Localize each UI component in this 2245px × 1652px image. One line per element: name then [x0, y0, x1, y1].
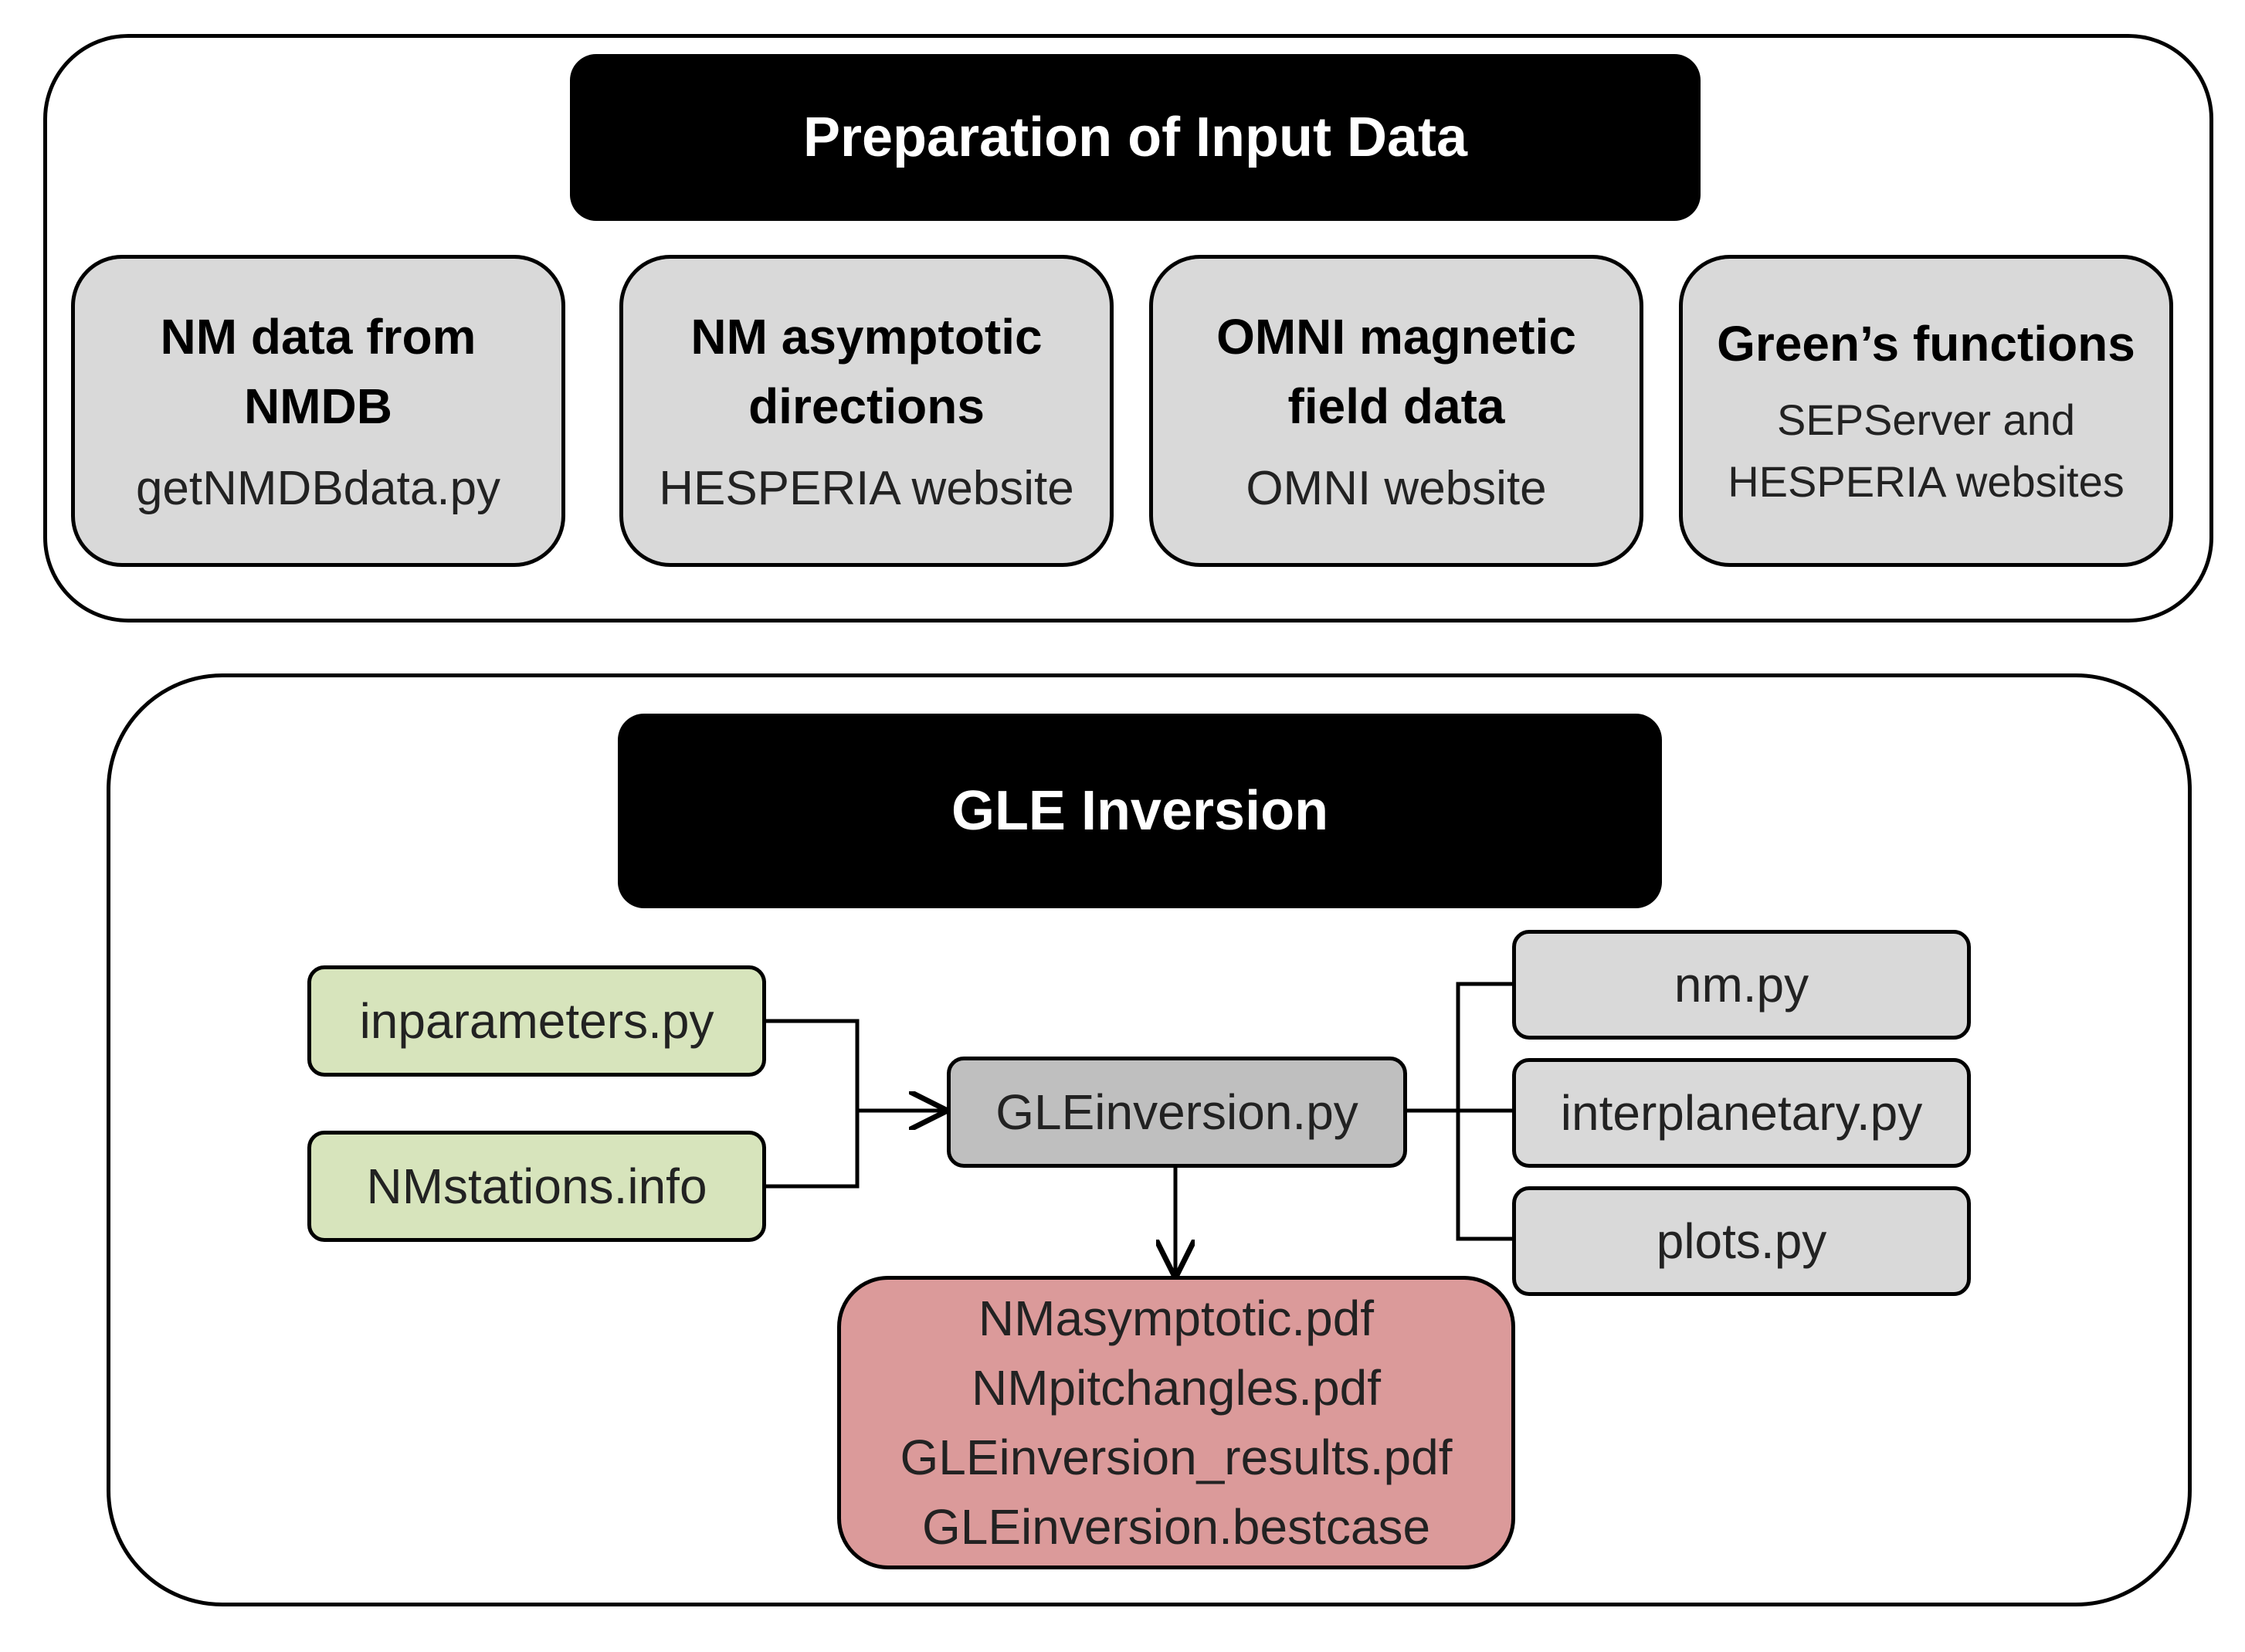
- output-files-box: NMasymptotic.pdf NMpitchangles.pdf GLEin…: [837, 1276, 1515, 1569]
- input-file-nmstations: NMstations.info: [307, 1131, 766, 1242]
- card-title-line: field data: [1287, 378, 1505, 434]
- input-preparation-header: Preparation of Input Data: [570, 54, 1701, 221]
- nmdb-data-card: NM data from NMDB getNMDBdata.py: [71, 255, 565, 567]
- module-nm: nm.py: [1512, 930, 1971, 1040]
- card-title-line: NM asymptotic: [690, 309, 1043, 365]
- card-title-line: OMNI magnetic: [1216, 309, 1576, 365]
- card-source-line: HESPERIA websites: [1728, 457, 2125, 506]
- input-file-inparameters: inparameters.py: [307, 965, 766, 1077]
- gle-inversion-header: GLE Inversion: [618, 714, 1662, 908]
- main-script-gleinversion: GLEinversion.py: [947, 1057, 1407, 1168]
- card-title-line: NMDB: [244, 378, 392, 434]
- output-file: GLEinversion.bestcase: [921, 1499, 1431, 1555]
- omni-field-data-card: OMNI magnetic field data OMNI website: [1149, 255, 1643, 567]
- module-plots: plots.py: [1512, 1186, 1971, 1296]
- output-file: GLEinversion_results.pdf: [900, 1430, 1453, 1485]
- module-interplanetary: interplanetary.py: [1512, 1058, 1971, 1168]
- card-source: HESPERIA website: [659, 462, 1074, 515]
- card-source: getNMDBdata.py: [135, 462, 501, 515]
- card-source: OMNI website: [1246, 462, 1547, 515]
- card-title-line: Green’s functions: [1717, 316, 2135, 371]
- card-title-line: directions: [748, 378, 985, 434]
- greens-functions-card: Green’s functions SEPServer and HESPERIA…: [1679, 255, 2173, 567]
- card-source: SEPServer and HESPERIA websites: [1728, 389, 2125, 513]
- card-title-line: NM data from: [160, 309, 476, 365]
- output-file: NMasymptotic.pdf: [978, 1291, 1375, 1346]
- output-file: NMpitchangles.pdf: [971, 1360, 1382, 1416]
- asymptotic-directions-card: NM asymptotic directions HESPERIA websit…: [619, 255, 1114, 567]
- card-source-line: SEPServer and: [1777, 395, 2075, 444]
